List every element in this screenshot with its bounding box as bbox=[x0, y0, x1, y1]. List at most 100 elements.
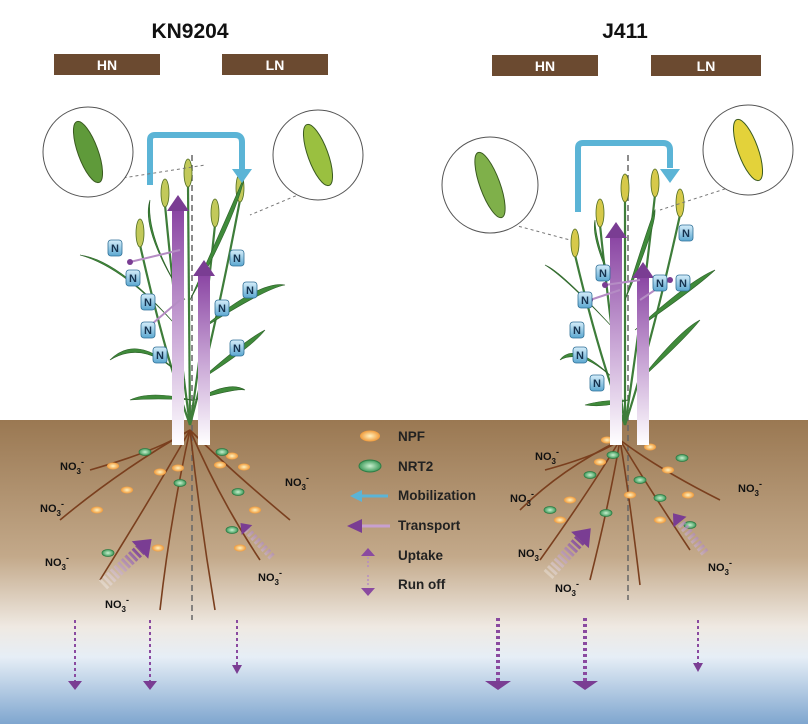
uptake-arrow-shaft bbox=[676, 519, 709, 556]
transport-arrow-head bbox=[667, 277, 673, 283]
nitrate-subscript: 3 bbox=[725, 568, 730, 577]
wheat-spike bbox=[160, 178, 170, 208]
nitrogen-badge: N bbox=[107, 239, 123, 257]
wheat-spike bbox=[620, 173, 630, 203]
runoff-arrow-head bbox=[232, 665, 242, 674]
nitrate-base: NO bbox=[40, 503, 57, 515]
nitrogen-badge: N bbox=[678, 224, 694, 242]
nitrogen-badge: N bbox=[152, 346, 168, 364]
runoff-arrow-head bbox=[143, 681, 157, 690]
transport-arrow-head bbox=[602, 282, 608, 288]
badge-letter: N bbox=[581, 295, 589, 307]
legend-label-runoff: Run off bbox=[398, 577, 446, 592]
nrt2-transporter bbox=[599, 509, 613, 517]
condition-label: LN bbox=[697, 58, 716, 74]
nitrate-base: NO bbox=[45, 557, 62, 569]
nitrogen-badge: N bbox=[140, 321, 156, 339]
npf-transporter bbox=[624, 491, 636, 499]
legend: NPF NRT2 Mobilization Transport Uptake R… bbox=[347, 429, 476, 596]
wheat-spike bbox=[595, 198, 605, 228]
nrt2-transporter bbox=[101, 549, 115, 557]
nitrogen-badge: N bbox=[595, 264, 611, 282]
badge-letter: N bbox=[593, 378, 601, 390]
badge-letter: N bbox=[246, 285, 254, 297]
nitrate-superscript: - bbox=[81, 457, 84, 467]
nitrate-subscript: 3 bbox=[275, 578, 280, 587]
badge-letter: N bbox=[218, 303, 226, 315]
legend-label-uptake: Uptake bbox=[398, 548, 444, 563]
nitrate-subscript: 3 bbox=[572, 589, 577, 598]
transport-arrow bbox=[589, 289, 621, 301]
nitrate-label: NO3- bbox=[510, 489, 534, 508]
npf-transporter bbox=[121, 486, 133, 494]
badge-letter: N bbox=[599, 268, 607, 280]
nrt2-transporter bbox=[173, 479, 187, 487]
badge-letter: N bbox=[111, 243, 119, 255]
mobilization-arrow-head bbox=[660, 169, 680, 183]
uptake-arrow-legend-icon bbox=[361, 548, 375, 568]
legend-label-npf: NPF bbox=[398, 429, 425, 444]
badge-letter: N bbox=[682, 228, 690, 240]
uptake-arrow-head bbox=[131, 539, 152, 559]
nitrate-base: NO bbox=[708, 562, 725, 574]
mobilization-arrow bbox=[575, 140, 673, 212]
nrt2-transporter bbox=[675, 454, 689, 462]
badge-letter: N bbox=[573, 325, 581, 337]
uptake-arrow-shaft bbox=[543, 535, 585, 580]
condition-bar-kn9204-hn: HN bbox=[54, 54, 160, 75]
npf-transporter bbox=[594, 458, 606, 466]
transport-arrow-legend-icon bbox=[347, 519, 390, 533]
npf-transporter bbox=[644, 443, 656, 451]
nitrate-base: NO bbox=[60, 461, 77, 473]
nrt2-transporter bbox=[633, 476, 647, 484]
wheat-spike-closeup bbox=[474, 151, 506, 219]
nitrate-subscript: 3 bbox=[62, 563, 67, 572]
wheat-spike-closeup bbox=[732, 118, 764, 182]
nitrate-superscript: - bbox=[576, 579, 579, 589]
transport-arrow-shaft bbox=[637, 276, 649, 445]
uptake-arrow-shaft bbox=[244, 527, 275, 560]
uptake-arrow-head bbox=[571, 528, 591, 549]
runoff-arrow-head bbox=[485, 681, 511, 690]
nrt2-transporter bbox=[138, 448, 152, 456]
condition-bar-kn9204-ln: LN bbox=[222, 54, 328, 75]
condition-label: HN bbox=[97, 57, 117, 73]
nitrate-superscript: - bbox=[61, 499, 64, 509]
nitrogen-badge: N bbox=[140, 293, 156, 311]
root bbox=[189, 429, 261, 561]
transport-arrow bbox=[604, 279, 641, 286]
panel-title-kn9204: KN9204 bbox=[151, 20, 228, 43]
nitrogen-badge: N bbox=[577, 291, 593, 309]
plant-stem bbox=[188, 199, 242, 426]
nitrogen-badge: N bbox=[125, 269, 141, 287]
badge-letter: N bbox=[156, 350, 164, 362]
nrt2-transporter bbox=[653, 494, 667, 502]
condition-bar-j411-hn: HN bbox=[492, 55, 598, 76]
plant-leaf bbox=[639, 319, 701, 381]
npf-transporter bbox=[154, 468, 166, 476]
npf-transporter bbox=[662, 466, 674, 474]
npf-transporter bbox=[654, 516, 666, 524]
badge-letter: N bbox=[144, 325, 152, 337]
transport-arrow-head bbox=[632, 262, 654, 278]
transport-arrow bbox=[129, 249, 181, 263]
nitrate-superscript: - bbox=[126, 595, 129, 605]
nitrogen-badge: N bbox=[242, 281, 258, 299]
root bbox=[519, 439, 621, 511]
npf-transporter bbox=[682, 491, 694, 499]
nitrate-label: NO3- bbox=[105, 595, 129, 614]
nitrate-base: NO bbox=[518, 548, 535, 560]
transport-arrow-shaft bbox=[198, 274, 210, 445]
npf-transporter bbox=[234, 544, 246, 552]
npf-transporter bbox=[91, 506, 103, 514]
nitrate-base: NO bbox=[105, 599, 122, 611]
condition-label: LN bbox=[266, 57, 285, 73]
npf-transporter bbox=[214, 461, 226, 469]
transport-arrow-shaft bbox=[610, 236, 622, 445]
nrt2-transporter bbox=[543, 506, 557, 514]
nitrate-subscript: 3 bbox=[77, 467, 82, 476]
nitrate-label: NO3- bbox=[555, 579, 579, 598]
wheat-spike bbox=[183, 158, 193, 188]
nitrate-label: NO3- bbox=[518, 544, 542, 563]
mobilization-arrow bbox=[147, 132, 245, 185]
